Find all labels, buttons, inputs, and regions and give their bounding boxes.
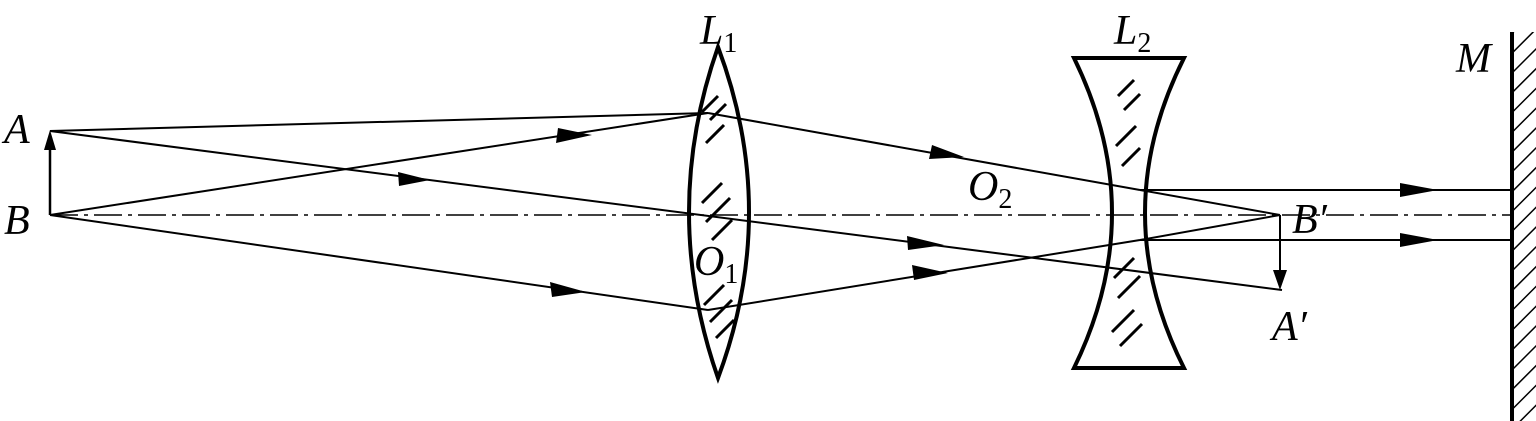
- label-a-prime: A′: [1269, 304, 1308, 350]
- label-l2: L2: [1113, 8, 1151, 59]
- label-b-prime: B′: [1292, 197, 1328, 243]
- label-l1: L1: [699, 8, 737, 59]
- ray-arrowheads: [398, 128, 1438, 297]
- lens-l2: [1070, 56, 1188, 370]
- label-a: A: [1, 107, 30, 153]
- label-o2: O2: [968, 164, 1012, 215]
- mirror-m: [1510, 32, 1536, 421]
- object-arrow-ab: [44, 130, 56, 215]
- lens-l1: [687, 41, 751, 384]
- label-m: M: [1455, 36, 1493, 82]
- label-o1: O1: [694, 239, 738, 290]
- label-b: B: [4, 198, 30, 244]
- light-rays: [49, 112, 1512, 311]
